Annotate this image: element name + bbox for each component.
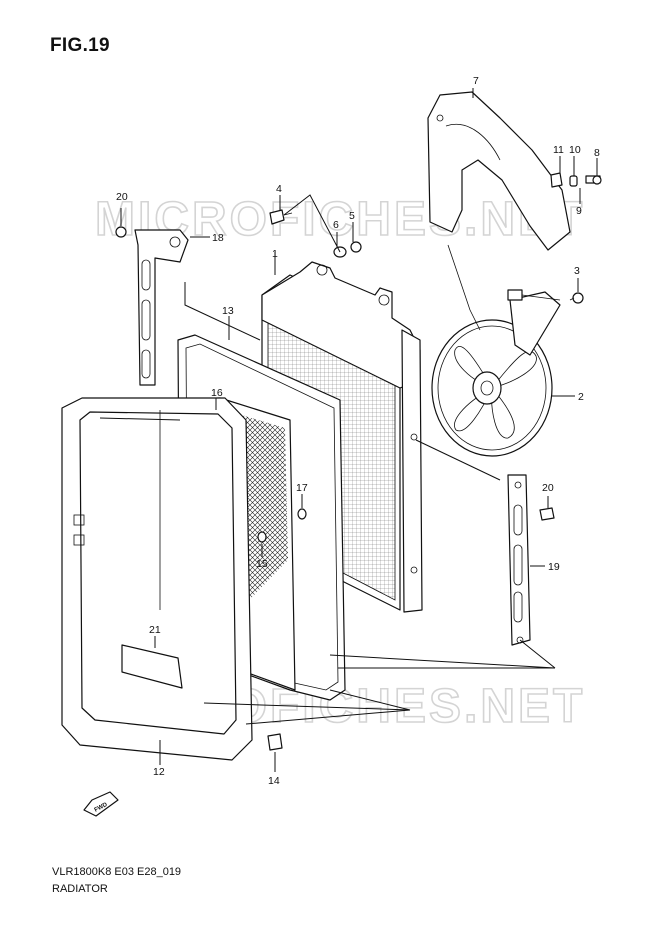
- callout-3: 3: [574, 265, 580, 277]
- cooling-fan: [431, 244, 561, 457]
- callout-14: 14: [268, 775, 280, 787]
- callout-9: 9: [576, 205, 582, 217]
- callout-10: 10: [569, 144, 581, 156]
- figure-title: FIG.19: [50, 35, 110, 56]
- fwd-arrow-icon: FWD: [83, 791, 119, 817]
- callout-8: 8: [594, 147, 600, 159]
- grommet-17: [297, 508, 307, 520]
- bracket-left: [134, 229, 189, 386]
- drawing-name: RADIATOR: [52, 883, 108, 895]
- bolt-3: [569, 292, 584, 304]
- leader-lines: [99, 88, 598, 772]
- drawing-code: VLR1800K8 E03 E28_019: [52, 866, 182, 878]
- callout-12: 12: [153, 766, 165, 778]
- cushion-21: [121, 644, 183, 689]
- hardware-8-11: [550, 172, 602, 188]
- bolt-20-upper: [115, 226, 127, 238]
- bracket-right: [507, 474, 531, 646]
- callout-13: 13: [222, 305, 234, 317]
- callout-16: 16: [211, 387, 223, 399]
- callout-15: 15: [256, 558, 268, 570]
- radiator-grille-frame: [61, 397, 253, 761]
- callout-1: 1: [272, 248, 278, 260]
- bolt-4: [269, 209, 293, 225]
- callout-20-lower: 20: [542, 482, 554, 494]
- callout-5: 5: [349, 210, 355, 222]
- callout-20-upper: 20: [116, 191, 128, 203]
- callout-4: 4: [276, 183, 282, 195]
- callout-6: 6: [333, 219, 339, 231]
- callout-18: 18: [212, 232, 224, 244]
- screw-14: [267, 733, 283, 751]
- callout-17: 17: [296, 482, 308, 494]
- callout-7: 7: [473, 75, 479, 87]
- fan-shroud-cover: [427, 91, 571, 251]
- bolt-20-lower: [539, 507, 555, 521]
- grommet-15: [257, 531, 267, 543]
- callout-19: 19: [548, 561, 560, 573]
- callout-21: 21: [149, 624, 161, 636]
- callout-11: 11: [553, 144, 564, 156]
- callout-2: 2: [578, 391, 584, 403]
